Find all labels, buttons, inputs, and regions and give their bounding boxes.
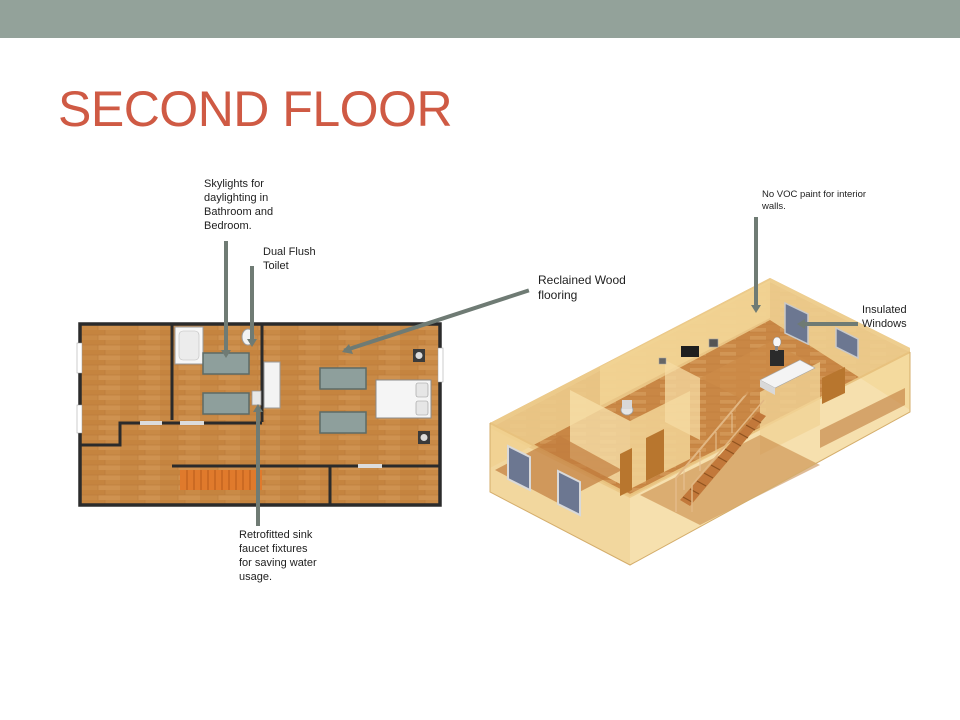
callout-skylights: Skylights for daylighting in Bathroom an… bbox=[204, 178, 274, 233]
plan-sink-counter bbox=[263, 361, 281, 409]
slide-title: SECOND FLOOR bbox=[58, 81, 453, 137]
header-band bbox=[0, 0, 960, 38]
iso-window bbox=[784, 301, 809, 346]
callout-insulated-windows: Insulated Windows bbox=[862, 304, 907, 331]
callout-reclaimed-wood: Reclained Wood flooring bbox=[538, 273, 626, 303]
iso-staircase bbox=[675, 391, 766, 512]
iso-nightstand bbox=[770, 350, 784, 366]
callout-leaders bbox=[224, 217, 858, 526]
leader-wood bbox=[343, 288, 530, 353]
iso-window bbox=[507, 444, 531, 492]
iso-door bbox=[822, 367, 845, 404]
callout-sink-faucet: Retrofitted sink faucet fixtures for sav… bbox=[239, 529, 317, 584]
plan-stairs bbox=[180, 470, 262, 490]
iso-door bbox=[646, 429, 664, 481]
iso-door bbox=[620, 448, 632, 496]
iso-window bbox=[835, 326, 859, 360]
iso-window bbox=[557, 469, 581, 517]
plan-3d bbox=[489, 278, 911, 566]
callout-no-voc-paint: No VOC paint for interior walls. bbox=[762, 189, 867, 213]
callout-dual-flush-toilet: Dual Flush Toilet bbox=[263, 246, 316, 273]
iso-tv bbox=[681, 346, 699, 357]
